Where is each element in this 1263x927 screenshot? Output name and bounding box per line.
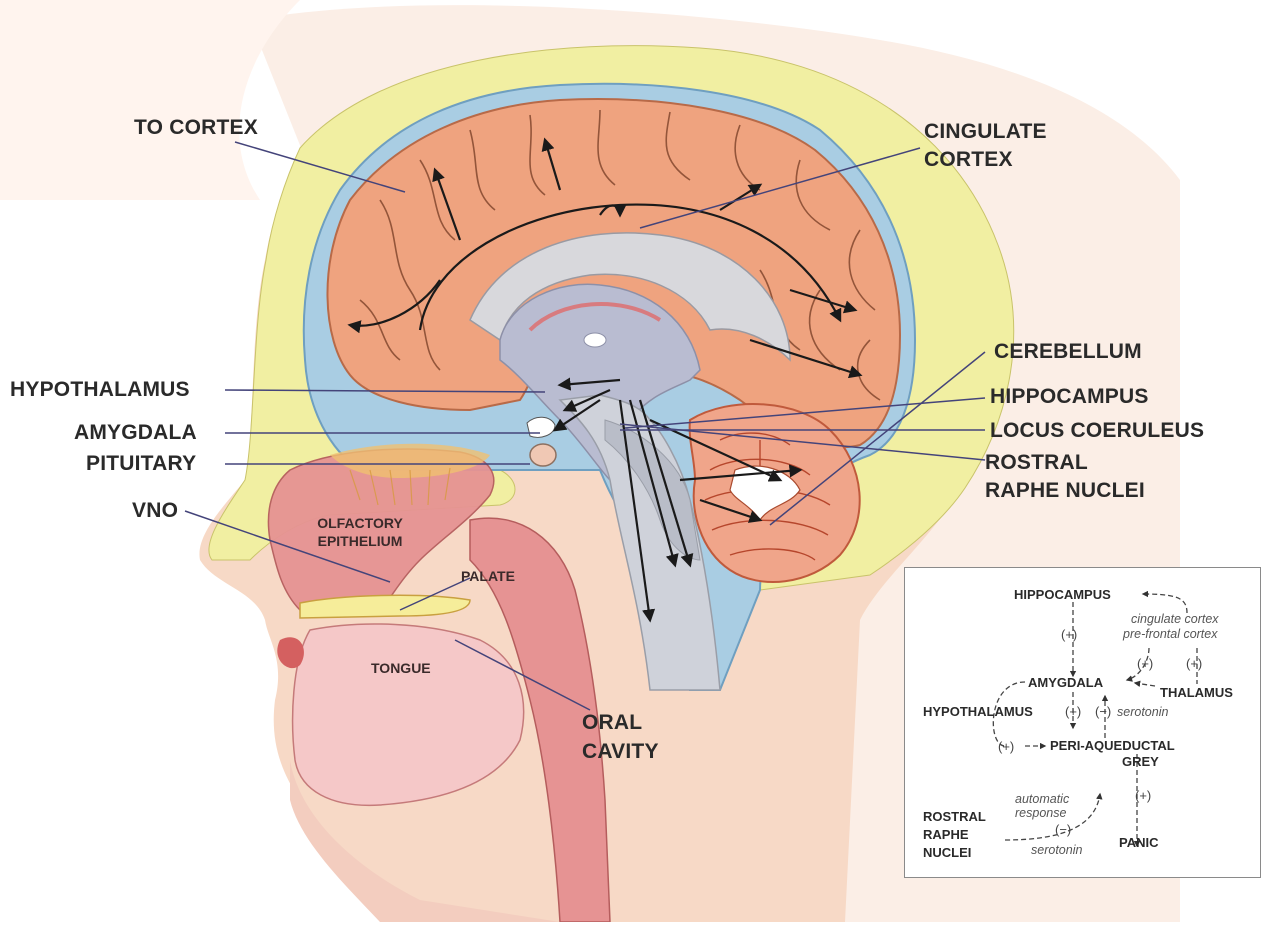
inset-raphe: RAPHE <box>923 827 969 842</box>
lateral-ventricle-spot <box>584 333 606 347</box>
inset-nuclei: NUCLEI <box>923 845 971 860</box>
inset-panic: PANIC <box>1119 835 1158 850</box>
inset-serotonin-1: serotonin <box>1117 705 1168 719</box>
inset-pathway-diagram: HIPPOCAMPUS cingulate cortex pre-frontal… <box>904 567 1261 878</box>
label-palate: PALATE <box>461 568 515 585</box>
inset-amygdala: AMYGDALA <box>1028 675 1103 690</box>
inset-automatic: automatic <box>1015 792 1069 806</box>
label-pituitary: PITUITARY <box>86 452 196 476</box>
label-oral-line1: ORAL <box>582 711 642 735</box>
label-oral-line2: CAVITY <box>582 740 659 764</box>
inset-hippocampus: HIPPOCAMPUS <box>1014 587 1111 602</box>
inset-minus-2: (−) <box>1055 822 1071 837</box>
label-hypothalamus: HYPOTHALAMUS <box>10 378 190 402</box>
label-vno: VNO <box>132 499 178 523</box>
inset-plus-3: (+) <box>1186 656 1202 671</box>
label-tongue: TONGUE <box>371 660 431 677</box>
inset-minus-1: (−) <box>1095 704 1111 719</box>
inset-peri-aqueductal: PERI-AQUEDUCTAL <box>1050 738 1175 753</box>
inset-plus-1: (+) <box>1061 627 1077 642</box>
inset-rostral: ROSTRAL <box>923 809 986 824</box>
label-cerebellum: CEREBELLUM <box>994 340 1142 364</box>
background-shoulder <box>0 0 300 200</box>
label-olfactory-line1: OLFACTORY <box>295 515 425 532</box>
inset-response: response <box>1015 806 1066 820</box>
pituitary-gland <box>530 444 556 466</box>
label-to-cortex: TO CORTEX <box>134 116 258 140</box>
label-amygdala: AMYGDALA <box>74 421 197 445</box>
label-locus-coeruleus: LOCUS COERULEUS <box>990 419 1204 443</box>
inset-plus-5: (+) <box>998 739 1014 754</box>
inset-cingulate: cingulate cortex <box>1131 612 1219 626</box>
inset-serotonin-2: serotonin <box>1031 843 1082 857</box>
inset-prefrontal: pre-frontal cortex <box>1123 627 1217 641</box>
label-rostral-line1: ROSTRAL <box>985 451 1088 475</box>
inset-plus-6: (+) <box>1135 788 1151 803</box>
inset-thalamus: THALAMUS <box>1160 685 1233 700</box>
inset-grey: GREY <box>1122 754 1159 769</box>
label-hippocampus: HIPPOCAMPUS <box>990 385 1149 409</box>
label-cingulate-line1: CINGULATE <box>924 120 1047 144</box>
label-cingulate-line2: CORTEX <box>924 148 1013 172</box>
label-olfactory-line2: EPITHELIUM <box>295 533 425 550</box>
label-rostral-line2: RAPHE NUCLEI <box>985 479 1145 503</box>
inset-plus-4: (+) <box>1065 704 1081 719</box>
inset-plus-2: (+) <box>1137 656 1153 671</box>
inset-hypothalamus: HYPOTHALAMUS <box>923 704 1033 719</box>
